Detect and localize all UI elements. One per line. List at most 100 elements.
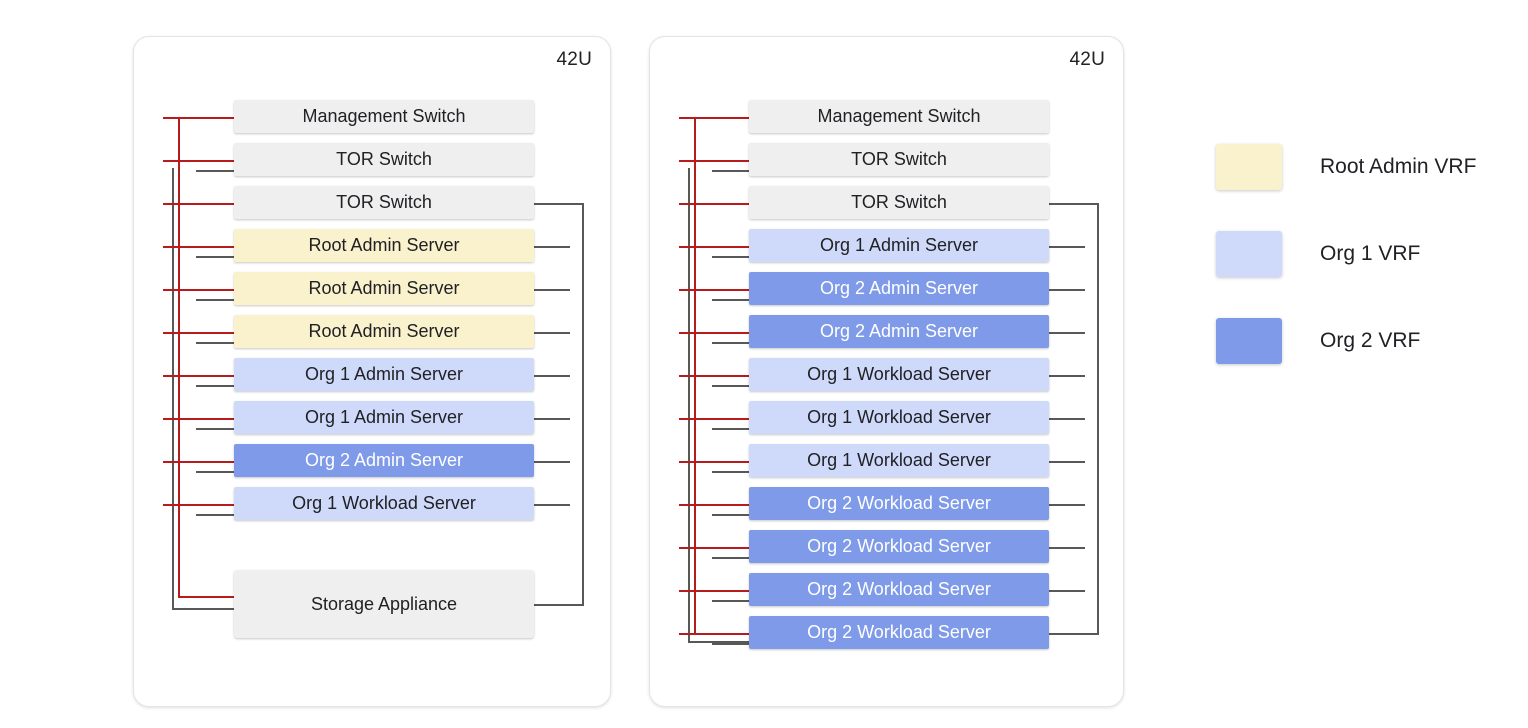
data-cable-stub-right [534, 503, 570, 506]
device-label: Org 2 Admin Server [819, 321, 979, 341]
data-cable-stub [712, 642, 750, 645]
mgmt-cable-stub [679, 460, 749, 463]
device-box: Root Admin Server [234, 229, 534, 262]
data-cable-stub-right [1049, 288, 1085, 291]
data-cable-stub [712, 255, 750, 258]
data-cable-stub-right [534, 331, 570, 334]
data-cable-stub [712, 513, 750, 516]
data-cable-stub [196, 384, 234, 387]
legend-label: Root Admin VRF [1320, 155, 1477, 178]
mgmt-cable-stub [679, 546, 749, 549]
data-bus-top-elbow [1049, 202, 1099, 205]
device-box: Org 2 Workload Server [749, 487, 1049, 520]
mgmt-cable-stub [679, 632, 749, 635]
mgmt-cable-stub [163, 159, 234, 162]
mgmt-bus-vertical [178, 116, 180, 596]
device-box: TOR Switch [234, 186, 534, 219]
data-cable-stub [712, 427, 750, 430]
device-label: TOR Switch [851, 192, 947, 212]
data-riser-foot [688, 640, 749, 643]
mgmt-cable-stub [679, 331, 749, 334]
mgmt-cable-stub [679, 288, 749, 291]
legend-label: Org 2 VRF [1320, 329, 1421, 352]
swatch-org2-vrf [1216, 318, 1282, 364]
data-cable-stub-right [534, 374, 570, 377]
device-box: TOR Switch [749, 186, 1049, 219]
mgmt-cable-stub [679, 116, 749, 119]
device-box: Org 1 Admin Server [749, 229, 1049, 262]
device-box: Org 1 Workload Server [749, 358, 1049, 391]
data-cable-stub-right [534, 245, 570, 248]
device-box: Org 2 Workload Server [749, 616, 1049, 649]
device-label: Org 1 Admin Server [819, 235, 979, 255]
mgmt-cable-stub [679, 417, 749, 420]
device-box: Org 2 Workload Server [749, 573, 1049, 606]
data-bus-top-elbow [534, 202, 584, 205]
device-box: Root Admin Server [234, 315, 534, 348]
data-bus-bottom-elbow [534, 604, 584, 606]
data-cable-stub-right [1049, 417, 1085, 420]
device-box: Org 2 Admin Server [749, 315, 1049, 348]
data-cable-stub-right [1049, 503, 1085, 506]
legend-label: Org 1 VRF [1320, 242, 1421, 265]
device-box: Management Switch [749, 100, 1049, 133]
device-label: TOR Switch [336, 192, 432, 212]
data-bus-vertical-right [582, 202, 584, 604]
device-box: TOR Switch [749, 143, 1049, 176]
data-cable-stub-right [1049, 460, 1085, 463]
device-label: Management Switch [817, 106, 981, 126]
data-cable-stub [712, 298, 750, 301]
data-cable-stub [712, 599, 750, 602]
data-cable-stub [196, 427, 234, 430]
device-label: Org 2 Workload Server [807, 493, 991, 513]
device-label: Org 1 Admin Server [304, 407, 464, 427]
mgmt-cable-stub [679, 245, 749, 248]
mgmt-cable-stub [679, 374, 749, 377]
device-label: Org 1 Workload Server [292, 493, 476, 513]
device-label: Root Admin Server [308, 321, 460, 341]
swatch-org1-vrf [1216, 231, 1282, 277]
device-label: Org 1 Workload Server [807, 407, 991, 427]
legend-row: Org 2 VRF [1216, 318, 1420, 364]
mgmt-cable-stub [679, 159, 749, 162]
data-cable-stub [712, 384, 750, 387]
mgmt-cable-stub-storage [178, 596, 234, 598]
data-cable-stub [196, 341, 234, 344]
data-bus-bottom-elbow [1049, 632, 1099, 635]
data-cable-stub [712, 470, 750, 473]
data-riser-vertical-left [688, 167, 690, 641]
swatch-root-admin-vrf [1216, 144, 1282, 190]
storage-appliance-box: Storage Appliance [234, 570, 534, 638]
data-cable-stub [196, 513, 234, 516]
mgmt-cable-stub [163, 503, 234, 506]
data-cable-stub-right [1049, 374, 1085, 377]
data-riser-foot [172, 608, 234, 610]
device-label: Org 2 Admin Server [304, 450, 464, 470]
rack-capacity-label: 42U [556, 49, 592, 70]
data-cable-stub-right [1049, 245, 1085, 248]
device-label: Org 2 Workload Server [807, 622, 991, 642]
mgmt-cable-stub [679, 503, 749, 506]
device-box: Root Admin Server [234, 272, 534, 305]
device-label: Org 2 Workload Server [807, 536, 991, 556]
data-cable-stub-right [534, 460, 570, 463]
device-box: Org 1 Admin Server [234, 358, 534, 391]
legend-row: Root Admin VRF [1216, 144, 1476, 190]
data-cable-stub-right [1049, 331, 1085, 334]
device-box: Org 1 Workload Server [234, 487, 534, 520]
mgmt-cable-stub [163, 417, 234, 420]
mgmt-cable-stub [163, 245, 234, 248]
device-label: Org 2 Admin Server [819, 278, 979, 298]
device-label: Org 1 Workload Server [807, 364, 991, 384]
legend-row: Org 1 VRF [1216, 231, 1420, 277]
data-cable-stub [712, 341, 750, 344]
device-box: Org 2 Admin Server [234, 444, 534, 477]
data-cable-stub [712, 169, 750, 172]
device-label: Root Admin Server [308, 278, 460, 298]
mgmt-cable-stub [163, 288, 234, 291]
mgmt-cable-stub [679, 589, 749, 592]
device-box: Org 1 Workload Server [749, 444, 1049, 477]
device-label: Root Admin Server [308, 235, 460, 255]
data-cable-stub [196, 470, 234, 473]
